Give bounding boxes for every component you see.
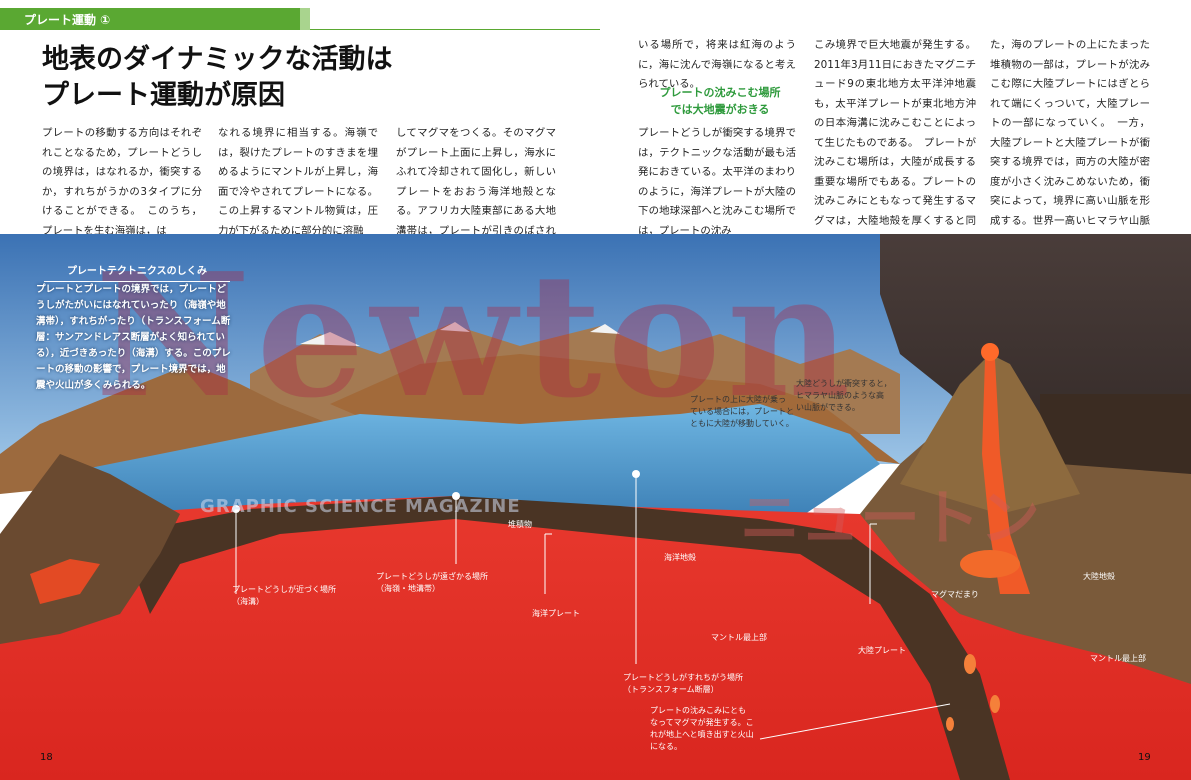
body-column-6: こみ境界で巨大地震が発生する。2011年3月11日におきたマグニチュード9の東北… [814,39,976,266]
body-column-5: プレートどうしが衝突する境界では，テクトニックな活動が最も活発におきている。太平… [638,127,796,237]
label-subduction-note: プレートの沈みこみにとも なってマグマが発生する。こ れが地上へと噴き出すと火山… [650,705,754,753]
page-title: 地表のダイナミックな活動は プレート運動が原因 [42,42,402,114]
section-rule [310,29,600,30]
watermark-subtitle: GRAPHIC SCIENCE MAGAZINE [200,496,521,517]
label-continent-move: プレートの上に大陸が乗っ ている場合には，プレートと ともに大陸が移動していく。 [690,394,794,430]
label-continent-move-line-2: ている場合には，プレートと [690,407,794,416]
label-oceanic-crust: 海洋地殻 [664,553,696,562]
label-magma-chamber: マグマだまり [931,590,979,599]
watermark-kana: ニュートン [740,484,1040,554]
label-upper-mantle-1: マントル最上部 [711,633,767,642]
label-transform-line-1: プレートどうしがすれちがう場所 [623,673,743,682]
section-tab: プレート運動 ① [0,8,310,30]
label-subduction-line-1: プレートの沈みこみにとも [650,706,746,715]
label-transform: プレートどうしがすれちがう場所 （トランスフォーム断層） [623,672,743,696]
headline-line-2: プレート運動が原因 [42,80,285,111]
label-approach-line-1: プレートどうしが近づく場所 [232,585,336,594]
oceanic-plate [120,496,1010,780]
magma-conduit [982,359,1030,594]
body-column-2: なれる境界に相当する。海嶺では，裂けたプレートのすきまを埋めるようにマントルが上… [218,127,378,237]
subheading-line-1: プレートの沈みこむ場所 [659,86,781,99]
bracket [869,523,877,604]
label-continent-move-line-3: ともに大陸が移動していく。 [690,419,794,428]
magma-chamber-shape [960,550,1020,578]
label-subduction-line-2: なってマグマが発生する。こ [650,718,754,727]
label-himalaya-line-2: ヒマラヤ山脈のような高 [796,391,884,400]
bracket [544,533,552,594]
page-number-left: 18 [40,752,53,763]
page-number-right: 19 [1138,752,1151,763]
label-continental-crust: 大陸地殻 [1083,572,1115,581]
section-label: プレート運動 ① [24,13,111,27]
body-column-7: た，海のプレートの上にたまった堆積物の一部は，プレートが沈みこむ際に大陸プレート… [990,39,1150,266]
headline-line-1: 地表のダイナミックな活動は [42,44,393,75]
label-sediment: 堆積物 [508,520,532,529]
subheading: プレートの沈みこむ場所 では大地震がおきる [640,84,800,118]
label-separate-line-1: プレートどうしが遠ざかる場所 [376,572,488,581]
magma-drop [990,695,1000,713]
label-continent-move-line-1: プレートの上に大陸が乗っ [690,395,786,404]
subheading-line-2: では大地震がおきる [670,103,770,116]
watermark-newton: Newton [95,236,857,436]
label-transform-line-2: （トランスフォーム断層） [623,685,719,694]
label-subduction-line-4: になる。 [650,742,682,751]
magma-drop [964,654,976,674]
label-separate: プレートどうしが遠ざかる場所 （海嶺・地溝帯） [376,571,488,595]
label-subduction-line-3: れが地上へと噴き出すと火山 [650,730,754,739]
label-continental-plate: 大陸プレート [858,646,906,655]
magma-drop [946,717,954,731]
callout-dot [232,505,240,513]
snow-caps [300,322,620,346]
cross-section-diagram [0,234,1191,780]
label-approach: プレートどうしが近づく場所 （海溝） [232,584,336,608]
label-himalaya-line-3: い山脈ができる。 [796,403,860,412]
volcano-vent [981,343,999,361]
sidebar-title: プレートテクトニクスのしくみ [44,262,230,282]
left-lava [30,559,100,604]
body-column-4: いる場所で，将来は紅海のように，海に沈んで海嶺になると考えられている。 [638,39,796,90]
sidebar-text: プレートとプレートの境界では，プレートどうしがたがいにはなれていったり（海嶺や地… [36,284,231,391]
label-oceanic-plate: 海洋プレート [532,609,580,618]
callout-dot [452,492,460,500]
plate-tectonics-illustration [0,234,1191,780]
body-column-1: プレートの移動する方向はそれぞれことなるため，プレートどうしの境界は，はなれるか… [42,127,202,237]
label-himalaya-note: 大陸どうしが衝突すると， ヒマラヤ山脈のような高 い山脈ができる。 [796,378,892,414]
label-upper-mantle-2: マントル最上部 [1090,654,1146,663]
label-approach-line-2: （海溝） [232,597,264,606]
label-himalaya-line-1: 大陸どうしが衝突すると， [796,379,892,388]
label-separate-line-2: （海嶺・地溝帯） [376,584,440,593]
callout-line [759,703,951,740]
callout-dot [632,470,640,478]
